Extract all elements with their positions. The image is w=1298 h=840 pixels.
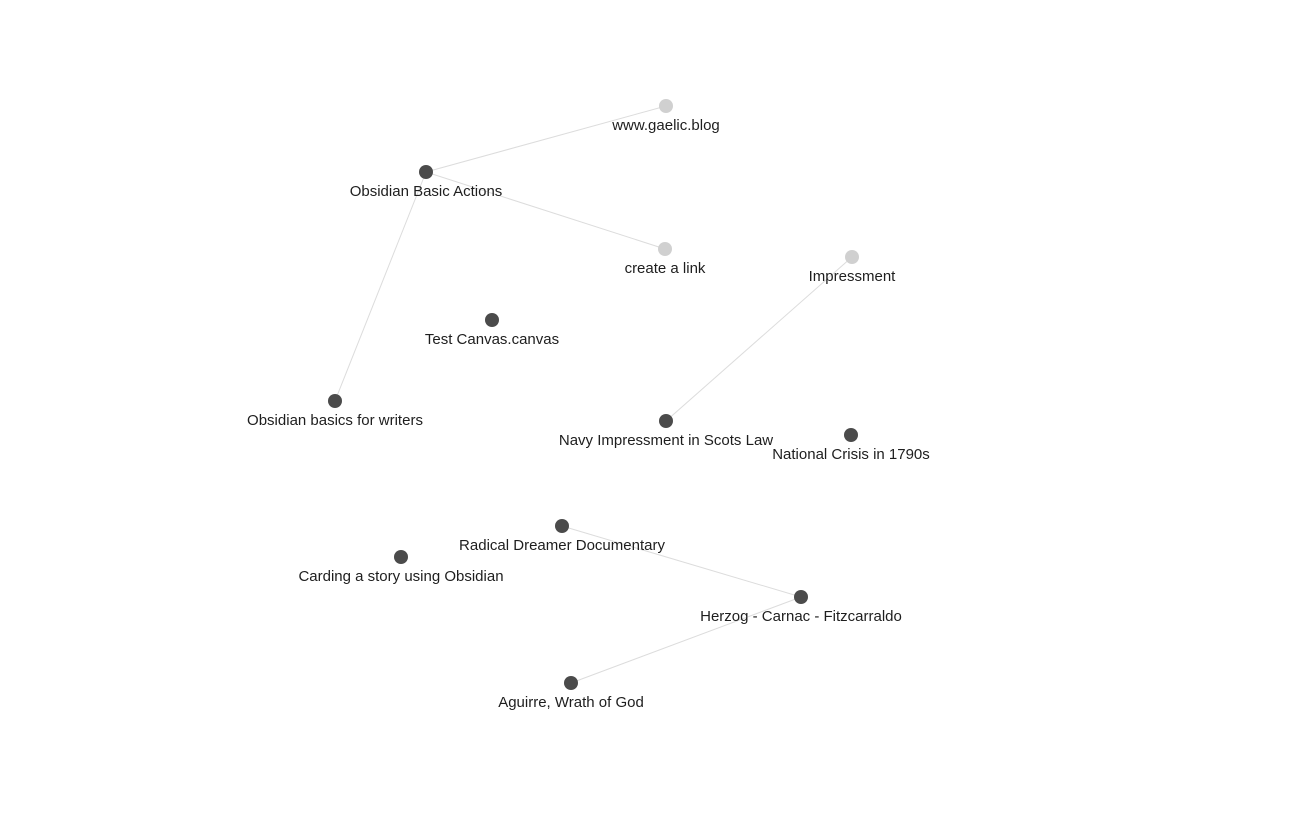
graph-node-herzog-carnac-fitzcarraldo[interactable] (794, 590, 808, 604)
graph-edge-radical-dreamer-documentary--herzog-carnac-fitzcarraldo (561, 525, 802, 598)
graph-edge-obsidian-basic-actions--create-a-link (425, 171, 666, 250)
graph-node-aguirre-wrath-of-god[interactable] (564, 676, 578, 690)
graph-node-label-national-crisis-in-1790s: National Crisis in 1790s (772, 446, 930, 463)
graph-node-label-test-canvas-canvas: Test Canvas.canvas (425, 331, 559, 348)
graph-node-label-impressment: Impressment (809, 268, 897, 285)
graph-node-navy-impressment-scots-law[interactable] (659, 414, 673, 428)
graph-edge-herzog-carnac-fitzcarraldo--aguirre-wrath-of-god (570, 596, 802, 684)
graph-node-impressment[interactable] (845, 250, 859, 264)
graph-node-label-herzog-carnac-fitzcarraldo: Herzog - Carnac - Fitzcarraldo (700, 608, 902, 625)
graph-node-label-www-gaelic-blog: www.gaelic.blog (611, 117, 720, 134)
graph-node-test-canvas-canvas[interactable] (485, 313, 499, 327)
graph-edge-obsidian-basic-actions--www-gaelic-blog (425, 105, 667, 173)
graph-node-label-obsidian-basics-for-writers: Obsidian basics for writers (247, 412, 423, 429)
graph-node-label-navy-impressment-scots-law: Navy Impressment in Scots Law (559, 432, 773, 449)
graph-node-label-carding-a-story-using-obsidian: Carding a story using Obsidian (298, 568, 503, 585)
graph-edge-impressment--navy-impressment-scots-law (665, 256, 853, 422)
graph-node-national-crisis-in-1790s[interactable] (844, 428, 858, 442)
graph-node-carding-a-story-using-obsidian[interactable] (394, 550, 408, 564)
graph-node-obsidian-basics-for-writers[interactable] (328, 394, 342, 408)
graph-edge-obsidian-basic-actions--obsidian-basics-for-writers (334, 171, 427, 402)
graph-node-label-radical-dreamer-documentary: Radical Dreamer Documentary (459, 537, 665, 554)
graph-edges-layer (334, 105, 853, 684)
graph-node-label-create-a-link: create a link (625, 260, 706, 277)
graph-node-radical-dreamer-documentary[interactable] (555, 519, 569, 533)
graph-node-www-gaelic-blog[interactable] (659, 99, 673, 113)
graph-node-create-a-link[interactable] (658, 242, 672, 256)
graph-node-obsidian-basic-actions[interactable] (419, 165, 433, 179)
graph-node-label-obsidian-basic-actions: Obsidian Basic Actions (350, 183, 503, 200)
graph-node-label-aguirre-wrath-of-god: Aguirre, Wrath of God (498, 694, 644, 711)
graph-nodes-layer (328, 99, 859, 690)
